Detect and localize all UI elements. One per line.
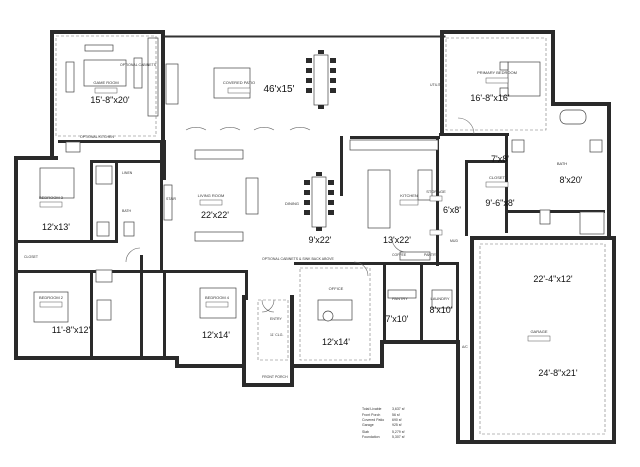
dim-living-room: 22'x22'	[201, 210, 229, 220]
doors	[55, 35, 606, 435]
area-row-label: Covered Patio	[362, 418, 384, 422]
dim-garage-upper: 22'-4"x12'	[533, 274, 572, 284]
room-name-dining: DINING	[285, 201, 299, 206]
room-name-bedroom-4: BEDROOM 4	[205, 295, 230, 300]
area-row-value: 3,637 sf	[392, 407, 404, 411]
room-name-primary-bedroom: PRIMARY BEDROOM	[477, 70, 517, 75]
room-name-laundry: LAUNDRY	[430, 296, 449, 301]
note-stair: STAIR	[166, 197, 177, 201]
room-name-bedroom-3: BEDROOM 3	[39, 195, 64, 200]
note-linen: LINEN	[122, 171, 133, 175]
room-name-storage: STORAGE	[426, 189, 446, 194]
room-name-pantry: PANTRY	[392, 296, 408, 301]
room-names: GAME ROOM COVERED PATIO PRIMARY BEDROOM …	[39, 70, 567, 334]
room-name-primary-bath: BATH	[557, 161, 567, 166]
dim-pantry: 7'x10'	[386, 314, 409, 324]
area-row-label: Slab	[362, 430, 369, 434]
area-row-value: 5,279 sf	[392, 430, 404, 434]
dim-closet: 7'x8'	[491, 154, 509, 164]
note-ac: A/C	[462, 345, 468, 349]
area-table: Total Livable 3,637 sf Front Porch 56 sf…	[362, 407, 404, 439]
room-name-covered-patio: COVERED PATIO	[223, 80, 255, 85]
note-utility: UTILITY	[430, 83, 444, 87]
area-row-label: Total Livable	[362, 407, 382, 411]
furniture	[33, 37, 605, 323]
note-entry: ENTRY	[270, 317, 282, 321]
room-name-primary-closet: CLOSET	[489, 175, 506, 180]
room-tags	[39, 77, 551, 342]
area-row-value: 925 sf	[392, 423, 402, 427]
note-optional-cabinets-sink: OPTIONAL CABINETS & SINK BACK ABOVE	[262, 257, 335, 261]
room-name-bedroom-2: BEDROOM 2	[39, 295, 64, 300]
note-bath: BATH	[122, 209, 132, 213]
dim-primary-bath: 8'x20'	[560, 175, 583, 185]
room-name-game-room: GAME ROOM	[93, 80, 118, 85]
note-mud: MUD	[450, 239, 458, 243]
room-name-office: OFFICE	[329, 286, 344, 291]
note-optional-cabinets: OPTIONAL CABINETS	[120, 63, 157, 67]
dim-garage: 24'-8"x21'	[538, 368, 577, 378]
dim-covered-patio: 46'x15'	[263, 84, 294, 95]
area-row-value: 5,307 sf	[392, 435, 404, 439]
area-row-label: Foundation	[362, 435, 380, 439]
note-front-porch: FRONT PORCH	[262, 375, 288, 379]
note-pantry-label: PANTRY	[424, 253, 439, 257]
room-dimensions: 15'-8"x20' 46'x15' 16'-8"x16' 12'x13' 22…	[42, 84, 583, 378]
dim-office: 12'x14'	[322, 337, 350, 347]
interior-walls	[18, 133, 605, 360]
note-closet: CLOSET	[24, 255, 39, 259]
note-ceiling: 11' CLG.	[270, 333, 283, 337]
plan-notes: OPTIONAL CABINETS OPTIONAL KITCHEN OPTIO…	[24, 63, 468, 379]
dim-game-room: 15'-8"x20'	[90, 95, 129, 105]
note-optional-kitchen: OPTIONAL KITCHEN	[80, 135, 114, 139]
dim-dining: 9'x22'	[309, 235, 332, 245]
exterior-walls	[14, 30, 616, 444]
dim-bedroom-3: 12'x13'	[42, 222, 70, 232]
dim-bedroom-2: 11'-8"x12'	[52, 325, 91, 335]
dim-laundry: 8'x10'	[430, 305, 453, 315]
area-row-label: Garage	[362, 423, 374, 427]
area-row-value: 56 sf	[392, 413, 400, 417]
dim-bedroom-4: 12'x14'	[202, 330, 230, 340]
note-coffee: COFFEE	[392, 253, 407, 257]
area-row-label: Front Porch	[362, 413, 380, 417]
dim-primary-closet: 9'-6"x8'	[485, 198, 514, 208]
room-name-kitchen: KITCHEN	[400, 193, 418, 198]
dim-kitchen: 13'x22'	[383, 235, 411, 245]
room-name-living-room: LIVING ROOM	[198, 193, 225, 198]
dim-primary-bedroom: 16'-8"x16'	[470, 93, 509, 103]
room-name-garage: GARAGE	[530, 329, 547, 334]
dim-storage: 6'x8'	[443, 205, 461, 215]
area-row-value: 690 sf	[392, 418, 402, 422]
